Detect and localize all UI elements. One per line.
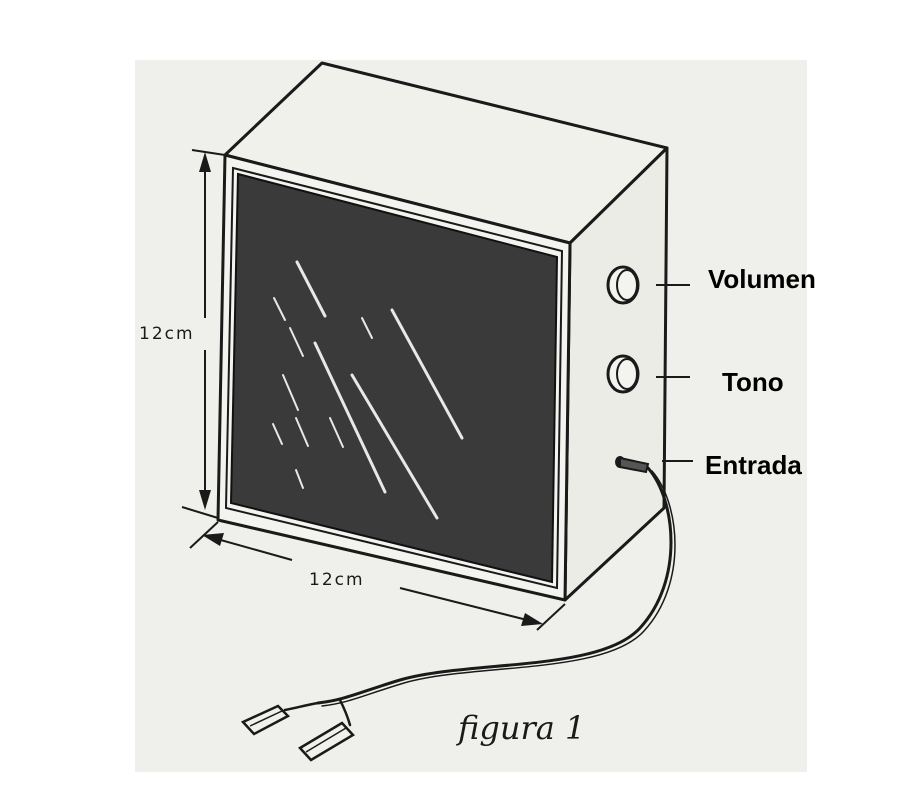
volume-label: Volumen — [708, 264, 816, 294]
tone-knob — [606, 354, 640, 394]
figure-caption: figura 1 — [458, 709, 586, 747]
input-cable — [283, 466, 676, 727]
grille-glare — [272, 260, 464, 520]
height-dimension-label: 12cm — [139, 324, 195, 344]
volume-knob — [606, 265, 640, 305]
alligator-clip-right — [298, 721, 355, 762]
speaker-grille — [229, 172, 559, 584]
width-dimension — [189, 521, 566, 631]
input-jack — [615, 456, 650, 474]
tone-label: Tono — [722, 367, 784, 397]
alligator-clip-left — [240, 704, 291, 736]
grille-frame — [224, 166, 564, 590]
width-dimension-label: 12cm — [309, 570, 365, 590]
height-dimension — [181, 149, 226, 519]
label-leaders — [656, 284, 693, 462]
input-label: Entrada — [705, 450, 802, 480]
